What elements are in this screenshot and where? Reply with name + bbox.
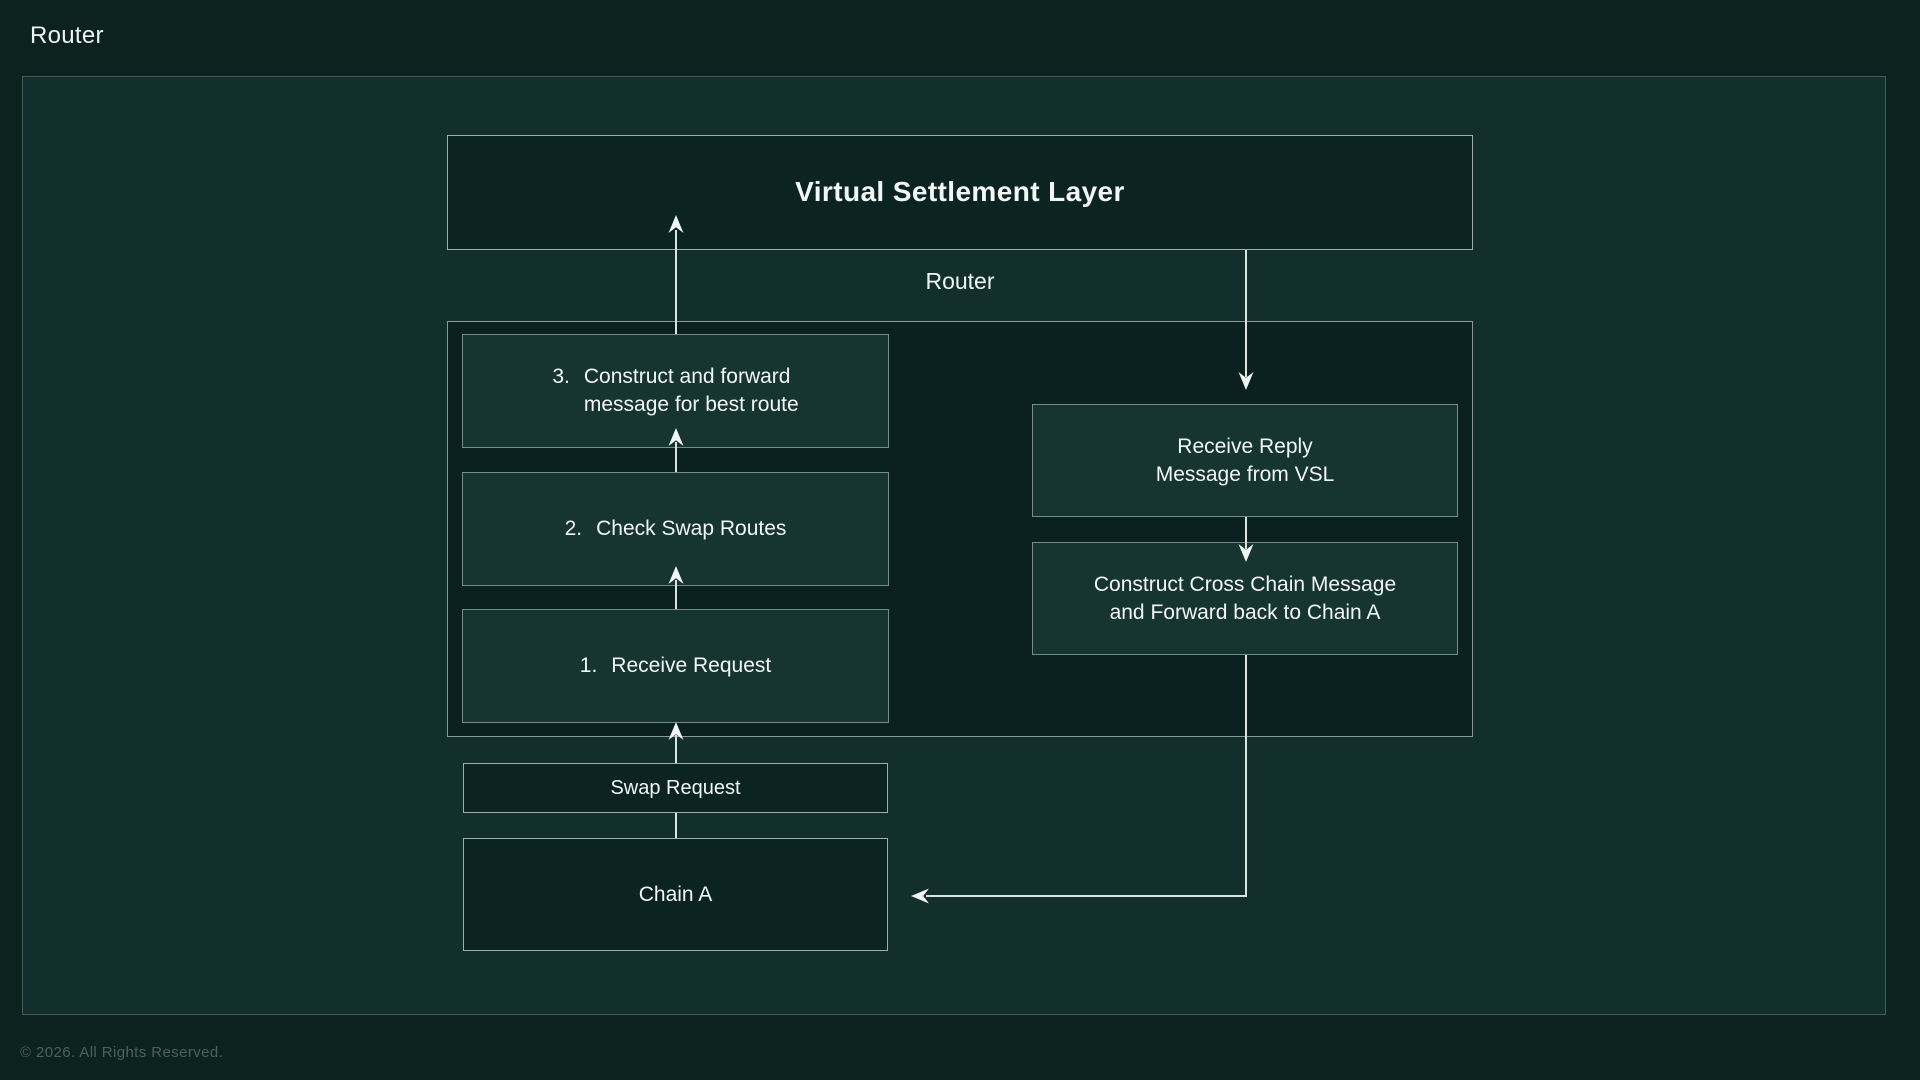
chain-a-label: Chain A xyxy=(638,882,713,906)
step-number: 3. xyxy=(552,365,570,389)
step-node-1: 1. Receive Request xyxy=(462,609,889,723)
swap-request-node: Swap Request xyxy=(463,763,888,813)
step-label: Receive Request xyxy=(611,654,772,678)
step-content: 2. Check Swap Routes xyxy=(565,515,787,543)
step-node-2: 2. Check Swap Routes xyxy=(462,472,889,586)
step-number: 2. xyxy=(564,517,583,541)
copyright-text: © 2026. All Rights Reserved. xyxy=(20,1044,224,1061)
vsl-node: Virtual Settlement Layer xyxy=(447,135,1473,250)
step-content: 1. Receive Request xyxy=(580,652,771,680)
step-number: 1. xyxy=(579,654,598,678)
step-label: Check Swap Routes xyxy=(596,517,787,541)
vsl-label: Virtual Settlement Layer xyxy=(795,176,1125,208)
swap-request-label: Swap Request xyxy=(610,776,741,799)
chain-a-node: Chain A xyxy=(463,838,888,951)
page-title: Router xyxy=(30,22,104,49)
router-label: Router xyxy=(925,268,995,294)
